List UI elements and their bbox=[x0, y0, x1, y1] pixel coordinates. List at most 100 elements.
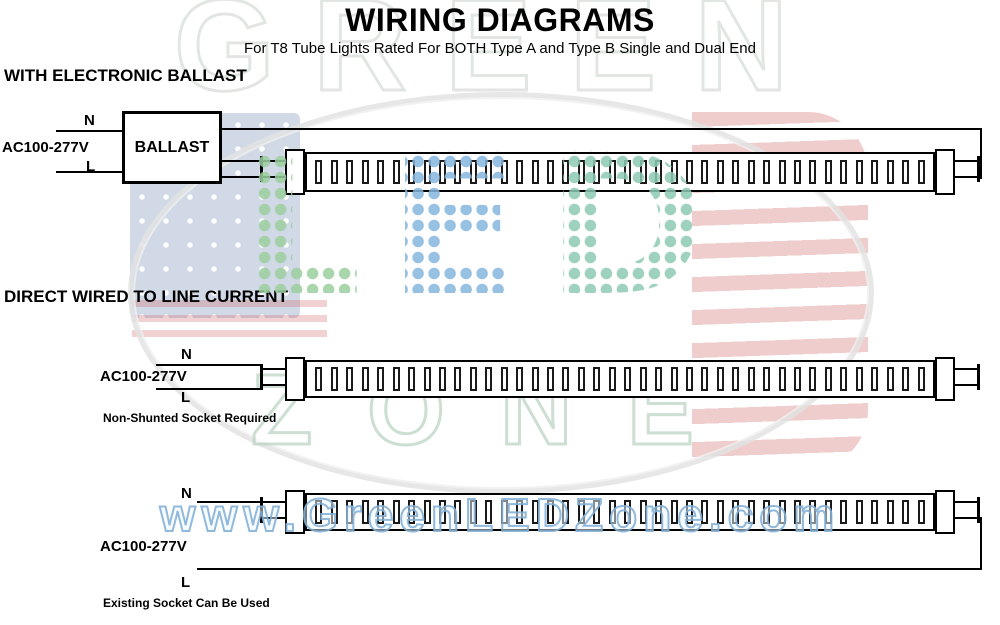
led-segment bbox=[747, 500, 755, 524]
led-segment bbox=[639, 367, 647, 391]
led-segment bbox=[562, 367, 570, 391]
led-segment bbox=[330, 500, 338, 524]
led-segment bbox=[624, 367, 632, 391]
led-segment bbox=[593, 159, 601, 185]
led-segment bbox=[855, 159, 863, 185]
left-end-cap-1 bbox=[285, 149, 305, 195]
led-segment bbox=[485, 159, 493, 185]
led-segment bbox=[330, 159, 338, 185]
led-segment bbox=[346, 367, 354, 391]
led-segment bbox=[902, 159, 910, 185]
led-segment bbox=[716, 500, 724, 524]
led-segment bbox=[840, 500, 848, 524]
led-segment bbox=[840, 159, 848, 185]
led-segment bbox=[655, 500, 663, 524]
led-segment bbox=[917, 367, 925, 391]
led-segment bbox=[685, 159, 693, 185]
led-segment bbox=[902, 367, 910, 391]
led-segment bbox=[346, 500, 354, 524]
led-segment bbox=[485, 500, 493, 524]
led-segment bbox=[778, 367, 786, 391]
right-socket-plate-2 bbox=[977, 364, 980, 390]
led-segment bbox=[315, 367, 323, 391]
led-segment bbox=[902, 500, 910, 524]
section-heading-ballast: WITH ELECTRONIC BALLAST bbox=[4, 66, 247, 85]
top-run-wire-1 bbox=[222, 128, 980, 130]
led-segment bbox=[886, 500, 894, 524]
led-segment bbox=[886, 159, 894, 185]
led-segment bbox=[562, 159, 570, 185]
left-bottom-pin-2 bbox=[263, 384, 285, 386]
led-segment bbox=[917, 500, 925, 524]
led-segment bbox=[469, 159, 477, 185]
led-segment bbox=[624, 500, 632, 524]
line-wire-right-up-3 bbox=[980, 517, 982, 570]
led-segment bbox=[346, 159, 354, 185]
led-segment bbox=[871, 500, 879, 524]
led-segment bbox=[547, 367, 554, 391]
led-segment bbox=[469, 367, 477, 391]
led-segment bbox=[361, 159, 369, 185]
led-segment bbox=[408, 500, 416, 524]
tube-body-3 bbox=[305, 493, 935, 531]
led-segment bbox=[917, 159, 925, 185]
led-segment bbox=[377, 500, 385, 524]
led-segment bbox=[608, 367, 616, 391]
right-end-cap-1 bbox=[935, 149, 955, 195]
led-segment bbox=[500, 367, 508, 391]
led-segment bbox=[716, 367, 724, 391]
led-segment bbox=[423, 159, 431, 185]
led-segment bbox=[577, 159, 585, 185]
led-segment bbox=[330, 367, 338, 391]
ballast-box: BALLAST bbox=[122, 111, 222, 184]
led-segment bbox=[315, 500, 323, 524]
led-segment bbox=[531, 159, 539, 185]
right-socket-plate-3 bbox=[977, 497, 980, 523]
led-segment bbox=[732, 500, 740, 524]
led-segment bbox=[454, 367, 462, 391]
line-wire-2 bbox=[156, 388, 263, 390]
page-title: WIRING DIAGRAMS bbox=[345, 2, 655, 38]
led-segment bbox=[361, 500, 369, 524]
led-segment bbox=[392, 159, 400, 185]
tube-body-2 bbox=[305, 360, 935, 398]
led-segment bbox=[377, 159, 385, 185]
right-end-cap-2 bbox=[935, 357, 955, 401]
led-segment bbox=[824, 500, 832, 524]
led-segment bbox=[685, 500, 693, 524]
led-segment bbox=[608, 159, 616, 185]
led-segment bbox=[469, 500, 477, 524]
led-segment bbox=[531, 500, 539, 524]
right-bottom-pin-3 bbox=[955, 517, 977, 519]
led-segment bbox=[516, 159, 524, 185]
line-wire-in-1 bbox=[56, 171, 122, 173]
led-segment bbox=[500, 159, 508, 185]
led-segment bbox=[655, 367, 663, 391]
neutral-wire-2 bbox=[156, 364, 263, 366]
led-segment bbox=[809, 159, 817, 185]
led-segment bbox=[886, 367, 894, 391]
led-segment bbox=[408, 367, 416, 391]
ballast-output-wire-top bbox=[222, 160, 261, 162]
led-segment bbox=[747, 159, 755, 185]
led-segment bbox=[840, 367, 848, 391]
led-segment bbox=[701, 367, 709, 391]
voltage-label-3: AC100-277V bbox=[100, 538, 187, 555]
led-segment bbox=[701, 159, 709, 185]
voltage-label-1: AC100-277V bbox=[2, 139, 89, 156]
led-segment bbox=[577, 500, 585, 524]
line-label-3: L bbox=[181, 574, 191, 591]
led-segment bbox=[392, 367, 400, 391]
led-segment bbox=[423, 367, 431, 391]
led-segment bbox=[670, 500, 678, 524]
led-segment bbox=[763, 367, 771, 391]
left-bottom-pin-3 bbox=[263, 517, 285, 519]
left-top-pin-1 bbox=[263, 160, 285, 162]
led-tube-3 bbox=[260, 489, 980, 535]
led-segment bbox=[716, 159, 724, 185]
led-segment bbox=[855, 500, 863, 524]
led-segment bbox=[763, 500, 771, 524]
led-segment bbox=[438, 159, 446, 185]
right-bottom-pin-1 bbox=[955, 176, 977, 178]
